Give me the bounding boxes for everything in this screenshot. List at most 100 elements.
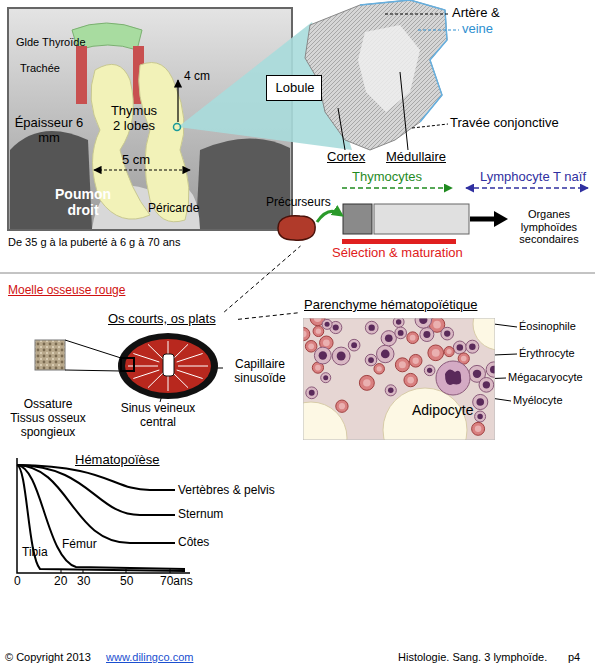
exit-arrow-head [494,211,508,227]
cell-nucleus [385,334,393,342]
cell-nucleus [381,350,390,359]
axis-tick-label: 20 [54,575,67,589]
cell-nucleus [323,375,328,380]
central-sinus [163,354,174,376]
part-label: Cortex [327,150,365,165]
cell-membrane [381,331,396,346]
bone-section: Os courts, os plats [100,312,238,404]
process-box: Lobule [266,75,322,101]
leader-line [338,108,345,150]
blood-cell [409,354,422,367]
cell-membrane [395,327,407,339]
adipocyte [303,402,347,440]
target-label: Organes lymphoïdes secondaires [506,208,592,246]
leader-line [412,124,448,128]
marrow-image: Parenchyme hématopoïétiqueAdipocyte [300,298,500,444]
blood-cell [377,345,394,362]
section-heading: Moelle osseuse rouge [8,284,125,298]
cell-membrane [359,375,374,390]
axis-tick-label: 0 [14,575,21,589]
spongy-bone-sample [35,340,65,370]
zoom-point [174,124,181,131]
part-label: Sinus veineux central [112,402,204,430]
cell-nucleus [476,398,484,406]
cell-nucleus [457,344,463,350]
cell-label: Érythrocyte [519,347,575,360]
blood-cell [415,318,431,328]
blood-cell [385,385,396,396]
cell-membrane [377,345,394,362]
cell-drawing [262,210,332,244]
part-label: veine [462,22,493,37]
blood-cell [420,328,434,342]
dashed-connector [224,246,300,312]
blood-cell [473,394,488,409]
megakaryocyte-nucleus [445,369,461,384]
cell-nucleus [351,342,357,348]
blood-cell [322,319,332,329]
cell-nucleus [314,318,321,322]
cell-nucleus [433,321,441,329]
footer-text: Histologie. Sang. 3 lymphoïde. [398,651,547,664]
cell-membrane [424,365,435,376]
blood-cell [313,326,324,337]
precursor-cell: Précurseurs [262,196,332,246]
organ-label: Thymus 2 lobes [108,104,160,134]
page-number: p4 [568,651,580,664]
blood-cell [479,377,494,392]
cortical-bone [118,333,218,399]
dashed-arrow [342,187,452,189]
stage-label: Sélection & maturation [332,246,463,261]
copyright-text: © Copyright 2013 [5,651,91,664]
leader-line [400,72,408,150]
cell-membrane [306,387,318,399]
leader-line [385,14,449,15]
dimension-arrow [94,169,190,170]
cell-membrane [466,340,479,353]
dashed-connector [238,313,300,320]
cell-membrane [428,345,444,361]
sinusoid-capillary [173,373,188,388]
cell-membrane [374,364,384,374]
blood-cell [393,318,404,327]
axis-tick-label: 30 [77,575,90,589]
marrow-drawing [303,318,495,440]
blood-cell [303,327,310,340]
cell-membrane [479,377,494,392]
cell-membrane [393,318,404,327]
femur-curve [17,465,185,569]
cell-membrane [395,358,409,372]
cell-nucleus [339,403,345,409]
cell-membrane [407,332,419,344]
cell-membrane [415,318,431,328]
part-label: Travée conjonctive [450,116,559,131]
cell-membrane [322,319,332,329]
cell-membrane [305,340,317,352]
cell-nucleus [368,357,374,363]
blood-cell [407,332,419,344]
tibia-curve [17,465,185,571]
organ-label: Poumon droit [48,186,118,218]
blood-cell [336,400,348,412]
left-lung [196,138,290,229]
cell-nucleus [303,331,307,338]
link-text: www.dilingco.com [106,651,193,664]
cell-label: Mégacaryocyte [508,371,583,384]
cell-nucleus [323,339,330,346]
blood-cell [475,411,486,422]
organ-label: Péricarde [148,202,199,216]
cell-nucleus [377,366,382,371]
sinusoid-capillary [178,366,208,367]
cell-membrane [486,362,495,377]
cell-nucleus [483,381,490,388]
cell-nucleus [413,358,419,364]
cell-nucleus [308,343,314,349]
dashed-arrow [466,187,588,189]
blood-cell [444,347,454,357]
blood-cell [404,373,417,386]
blood-cell [428,345,444,361]
dimension-label: 5 cm [122,153,150,168]
cell-nucleus [399,361,406,368]
